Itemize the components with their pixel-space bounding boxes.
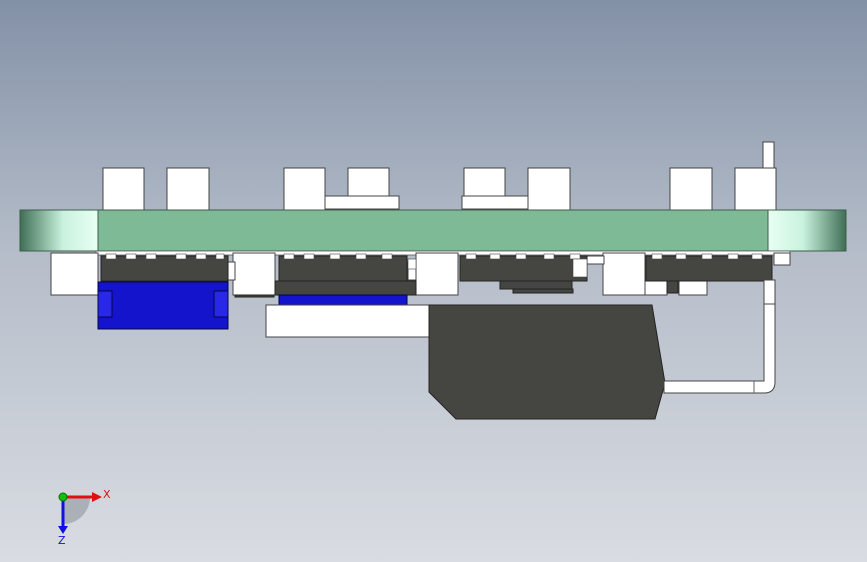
chip-pads bbox=[105, 253, 763, 278]
triad-plane-icon bbox=[63, 497, 90, 524]
white-bar bbox=[265, 304, 435, 338]
left-end-cap bbox=[19, 209, 99, 252]
right-end-cap bbox=[767, 209, 847, 252]
cable-vertical bbox=[763, 279, 776, 305]
triad-z-label: Z bbox=[58, 534, 66, 547]
underside-dark-chips bbox=[100, 255, 773, 298]
underside-white-parts bbox=[50, 252, 791, 296]
reference-triad[interactable]: X Z bbox=[58, 488, 111, 547]
triad-x-label: X bbox=[103, 488, 111, 501]
top-connectors bbox=[102, 141, 777, 211]
cable-bend bbox=[753, 302, 776, 394]
triad-y-dot bbox=[58, 492, 68, 502]
cable-horizontal bbox=[663, 380, 755, 394]
blue-connectors bbox=[97, 281, 408, 330]
pcb-board bbox=[95, 209, 771, 252]
large-dark-module bbox=[428, 304, 666, 420]
